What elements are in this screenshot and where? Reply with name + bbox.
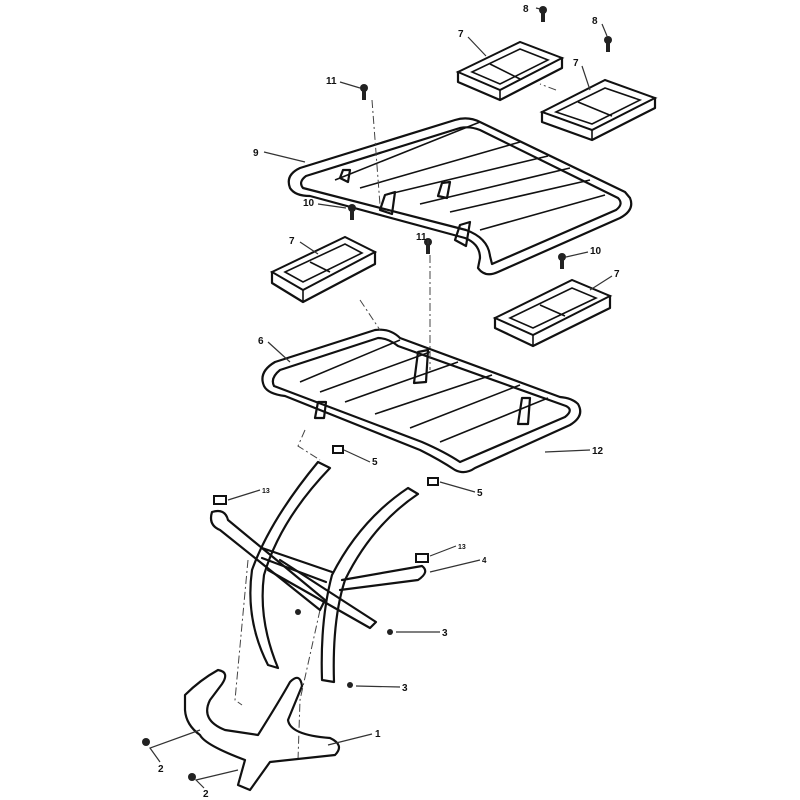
bolts (142, 6, 612, 781)
callout-7b: 7 (573, 58, 579, 69)
callout-7c: 7 (289, 236, 295, 247)
callout-12: 12 (592, 446, 604, 457)
pad-middle-left (269, 235, 378, 304)
leader-lines (149, 7, 613, 789)
callout-11a: 11 (326, 76, 337, 87)
callout-10a: 10 (303, 198, 315, 209)
callout-7d: 7 (614, 269, 620, 280)
upper-rack (287, 117, 633, 276)
callout-4: 4 (482, 556, 487, 565)
pad-top-left (455, 40, 565, 102)
callout-9: 9 (253, 148, 259, 159)
callout-13b: 13 (458, 544, 466, 551)
callout-7a: 7 (458, 29, 464, 40)
callout-3a: 3 (442, 628, 448, 639)
callout-8b: 8 (592, 16, 598, 27)
support-frame (183, 460, 427, 792)
callout-6: 6 (258, 336, 264, 347)
callout-1: 1 (375, 729, 381, 740)
callout-2b: 2 (203, 789, 209, 800)
callout-3b: 3 (402, 683, 408, 694)
callout-labels: 8 8 7 7 11 9 10 7 11 10 7 6 12 5 5 13 13… (158, 4, 620, 800)
callout-5b: 5 (477, 488, 483, 499)
callout-10b: 10 (590, 246, 602, 257)
pad-top-right (539, 78, 658, 142)
pad-middle-right (492, 278, 613, 348)
callout-2a: 2 (158, 764, 164, 775)
callout-13a: 13 (262, 488, 270, 495)
assembly-lines (234, 83, 557, 761)
callout-5a: 5 (372, 457, 378, 468)
lower-rack (261, 328, 582, 474)
callout-11b: 11 (416, 232, 427, 243)
callout-8a: 8 (523, 4, 529, 15)
